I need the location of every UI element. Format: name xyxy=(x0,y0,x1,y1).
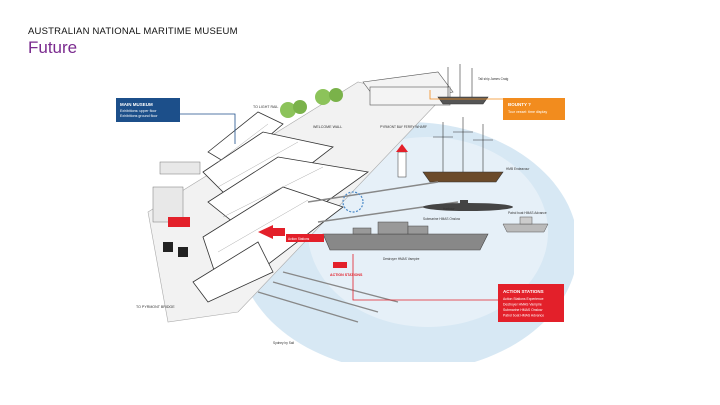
bounty-info-box: BOUNTY ? Tour vessel: time display xyxy=(503,98,565,120)
label-action-sign: ACTION STATIONS xyxy=(330,273,363,277)
red-arrow-left xyxy=(258,225,285,239)
bounty-line1: Tour vessel: time display xyxy=(508,110,547,114)
action-connector xyxy=(352,254,498,301)
main-museum-line2: Exhibitions ground floor xyxy=(120,114,158,118)
lighthouse-icon xyxy=(396,144,408,178)
main-museum-line1: Exhibitions: upper floor xyxy=(120,109,157,113)
label-patrol-boat: Patrol boat HMAS Advance xyxy=(508,211,547,215)
action-title: ACTION STATIONS xyxy=(503,289,544,294)
label-to-light-rail: TO LIGHT RAIL xyxy=(253,105,278,109)
bounty-title: BOUNTY ? xyxy=(508,102,531,107)
museum-name: AUSTRALIAN NATIONAL MARITIME MUSEUM xyxy=(28,26,238,37)
action-stations-tag xyxy=(286,234,324,242)
action-item-1: Action Stations Experience xyxy=(503,297,544,301)
label-tall-ship: Tall ship James Craig xyxy=(478,77,509,81)
harbour-circle xyxy=(342,191,364,213)
small-red-tag xyxy=(168,220,190,226)
label-welcome-wall: WELCOME WALL xyxy=(313,125,342,129)
label-destroyer: Destroyer HMAS Vampire xyxy=(383,257,420,261)
action-item-4: Patrol boat HMAS Advance xyxy=(503,314,544,318)
main-museum-info-box: MAIN MUSEUM Exhibitions: upper floor Exh… xyxy=(116,98,180,122)
patrol-boat-advance-icon xyxy=(502,216,549,233)
submarine-onslow-icon xyxy=(423,200,513,211)
endeavour-ship-icon xyxy=(422,117,504,183)
tree xyxy=(280,102,296,118)
slide-title: Future xyxy=(28,38,78,57)
museum-site-map: MAIN MUSEUM Exhibitions: upper floor Exh… xyxy=(108,62,574,362)
label-submarine: Submarine HMAS Onslow xyxy=(423,217,461,221)
action-item-3: Submarine HMAS Onslow xyxy=(503,308,543,312)
label-sydney-by-sail: Sydney by Sail xyxy=(273,341,294,345)
label-to-pyrmont-bridge: TO PYRMONT BRIDGE xyxy=(136,305,175,309)
action-item-2: Destroyer HMAS Vampire xyxy=(503,303,542,307)
label-endeavour: HMB Endeavour xyxy=(506,167,530,171)
label-harbour: Harbour xyxy=(443,207,455,211)
action-stations-info-box: ACTION STATIONS Action Stations Experien… xyxy=(498,284,564,322)
main-museum-title: MAIN MUSEUM xyxy=(120,102,153,107)
label-pyrmont-bay: PYRMONT BAY FERRY WHARF xyxy=(380,125,427,129)
destroyer-vampire-icon xyxy=(322,221,489,251)
car-park xyxy=(152,186,184,223)
main-museum-connector xyxy=(180,113,236,144)
bounty-connector xyxy=(429,90,503,100)
label-action-stations-tag: Action Stations xyxy=(288,237,310,241)
wharf-7-building xyxy=(362,71,454,106)
